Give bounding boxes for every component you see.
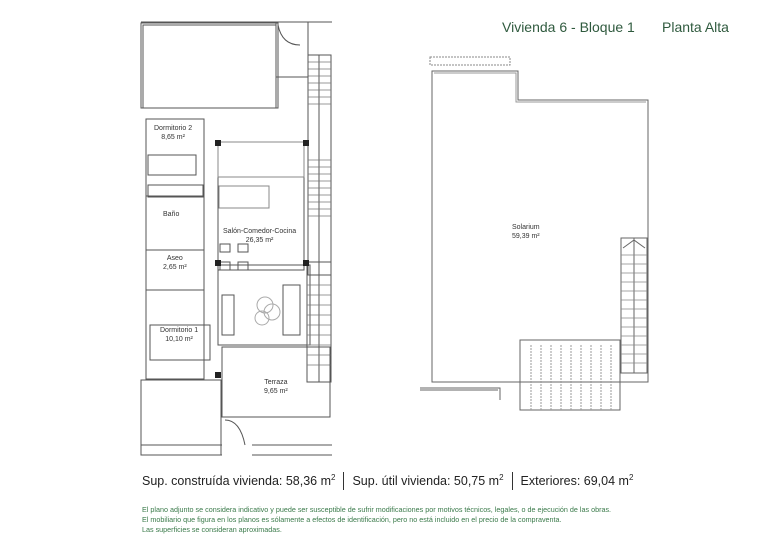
disclaimer-line: El mobiliario que figura en los planos e… bbox=[142, 515, 562, 524]
useful-area-text: Sup. útil vivienda: 50,75 m bbox=[352, 474, 500, 489]
room-terraza: Terraza 9,65 m² bbox=[264, 378, 288, 396]
room-solarium: Solarium 59,39 m² bbox=[512, 223, 540, 241]
disclaimer-line: Las superficies se consideran aproximada… bbox=[142, 525, 282, 534]
exponent: 2 bbox=[628, 473, 634, 483]
room-aseo: Aseo 2,65 m² bbox=[163, 254, 187, 272]
room-bano: Baño bbox=[163, 210, 179, 219]
room-name: Terraza bbox=[264, 379, 288, 386]
exterior-area-text: Exteriores: 69,04 m bbox=[520, 474, 629, 489]
unit-title: Vivienda 6 - Bloque 1 bbox=[502, 19, 635, 35]
disclaimer: El plano adjunto se considera indicativo… bbox=[142, 505, 611, 535]
exponent: 2 bbox=[499, 473, 504, 483]
built-area: Sup. construída vivienda: 58,36 m2 bbox=[142, 473, 335, 488]
useful-area: Sup. útil vivienda: 50,75 m2 bbox=[352, 473, 503, 488]
room-area: 2,65 m² bbox=[163, 264, 187, 271]
room-name: Salón-Comedor-Cocina bbox=[223, 228, 297, 235]
ground-floor-plan bbox=[140, 21, 332, 456]
floor-title: Planta Alta bbox=[662, 19, 729, 35]
room-name: Solarium bbox=[512, 224, 540, 231]
room-name: Dormitorio 2 bbox=[154, 125, 193, 132]
room-area: 26,35 m² bbox=[245, 237, 274, 244]
divider bbox=[343, 472, 345, 490]
room-area: 8,65 m² bbox=[161, 134, 185, 141]
room-area: 10,10 m² bbox=[165, 336, 193, 343]
room-name: Dormitorio 1 bbox=[160, 327, 199, 334]
room-salon: Salón-Comedor-Cocina 26,35 m² bbox=[223, 227, 296, 245]
exterior-area: Exteriores: 69,04 m2 bbox=[521, 473, 634, 488]
built-area-text: Sup. construída vivienda: 58,36 m bbox=[142, 474, 332, 489]
area-summary: Sup. construída vivienda: 58,36 m2 Sup. … bbox=[142, 472, 633, 490]
room-name: Baño bbox=[163, 211, 180, 218]
room-area: 9,65 m² bbox=[264, 388, 288, 395]
divider bbox=[511, 472, 513, 490]
room-dormitorio-2: Dormitorio 2 8,65 m² bbox=[154, 124, 192, 142]
room-area: 59,39 m² bbox=[512, 233, 540, 240]
exponent: 2 bbox=[331, 473, 336, 483]
room-dormitorio-1: Dormitorio 1 10,10 m² bbox=[160, 326, 198, 344]
room-name: Aseo bbox=[166, 255, 183, 262]
upper-floor-plan bbox=[420, 56, 649, 411]
disclaimer-line: El plano adjunto se considera indicativo… bbox=[142, 505, 612, 514]
